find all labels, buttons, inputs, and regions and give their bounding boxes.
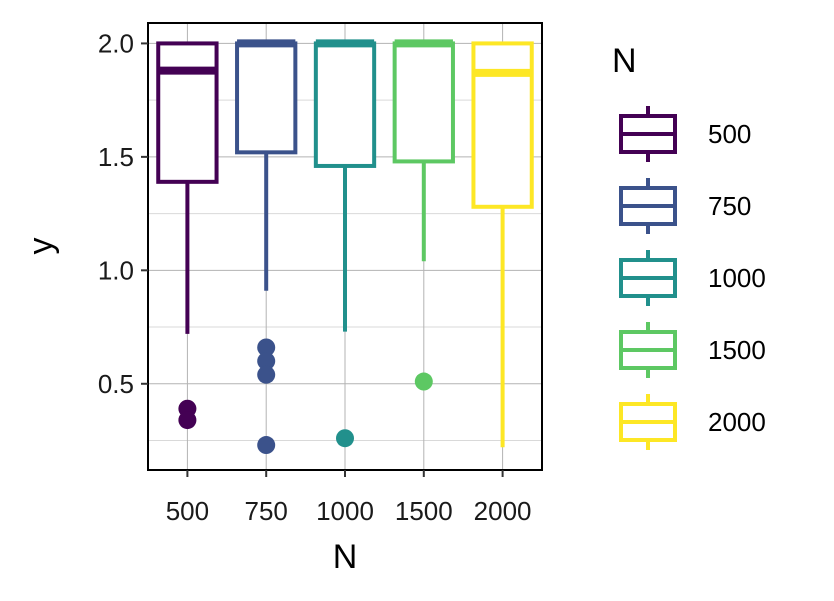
outlier-point xyxy=(257,352,276,371)
legend-item-1500: 1500 xyxy=(619,322,766,378)
box-series xyxy=(156,39,534,455)
y-tick-label: 1.0 xyxy=(98,255,134,285)
box-body xyxy=(313,41,377,168)
y-tick-label: 0.5 xyxy=(98,369,134,399)
box-2000 xyxy=(471,41,534,448)
legend-label: 2000 xyxy=(708,407,766,437)
box-body xyxy=(471,41,534,209)
x-tick-label: 1000 xyxy=(316,496,374,526)
outlier-point xyxy=(414,372,433,391)
box-1500 xyxy=(392,39,455,391)
box-1000 xyxy=(313,39,377,448)
y-tick-label: 1.5 xyxy=(98,142,134,172)
legend-label: 750 xyxy=(708,191,751,221)
legend-item-500: 500 xyxy=(619,106,751,162)
x-axis: 500 750 1000 1500 2000 xyxy=(166,470,532,526)
outlier-point xyxy=(257,436,276,455)
box-body xyxy=(235,41,298,155)
box-body xyxy=(156,41,219,184)
x-tick-label: 500 xyxy=(166,496,209,526)
x-tick-label: 2000 xyxy=(474,496,532,526)
x-tick-label: 750 xyxy=(245,496,288,526)
legend: N 500 750 1000 1500 2000 xyxy=(612,42,766,450)
legend-title: N xyxy=(612,42,637,80)
y-axis-title: y xyxy=(22,238,60,255)
outlier-point xyxy=(257,365,276,384)
y-axis: 0.5 1.0 1.5 2.0 xyxy=(98,28,148,399)
y-tick-label: 2.0 xyxy=(98,28,134,58)
legend-item-750: 750 xyxy=(619,178,751,234)
outlier-point xyxy=(336,429,354,448)
legend-item-2000: 2000 xyxy=(619,394,766,450)
box-750 xyxy=(235,39,298,455)
legend-label: 1500 xyxy=(708,335,766,365)
box-500 xyxy=(156,41,219,430)
x-tick-label: 1500 xyxy=(395,496,453,526)
legend-label: 500 xyxy=(708,119,751,149)
outlier-point xyxy=(178,411,197,430)
legend-item-1000: 1000 xyxy=(619,250,766,306)
outlier-point xyxy=(257,338,276,357)
x-axis-title: N xyxy=(333,538,358,576)
box-body xyxy=(392,41,455,164)
legend-label: 1000 xyxy=(708,263,766,293)
